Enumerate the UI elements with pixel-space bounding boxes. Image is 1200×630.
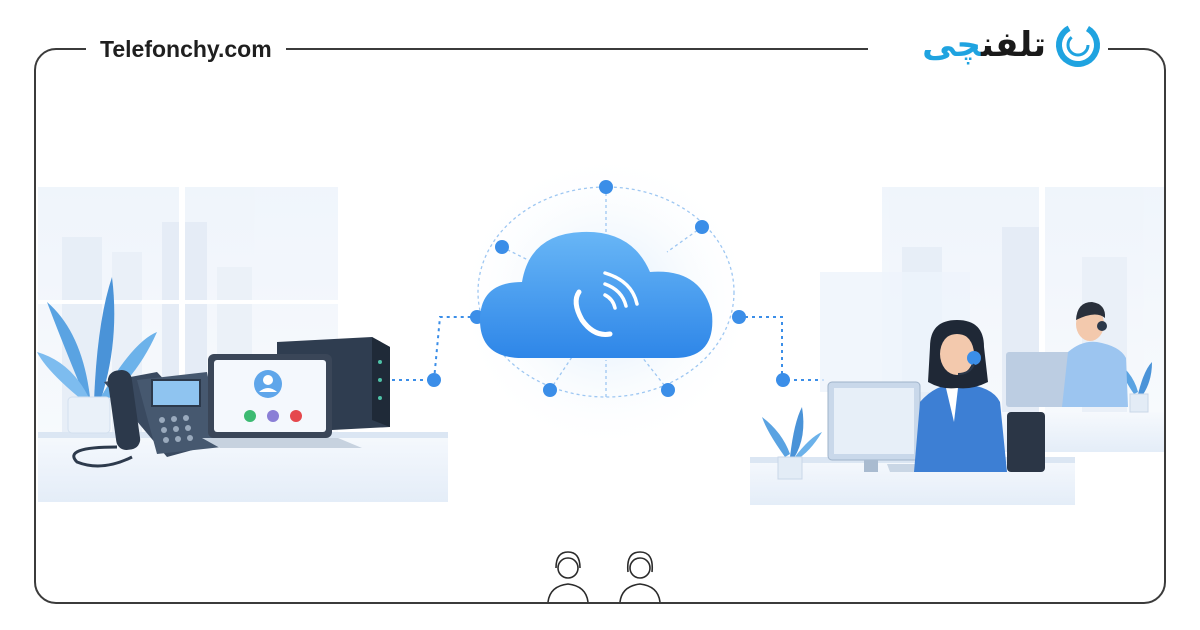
ring-logo-icon: [1056, 22, 1100, 67]
monitor-icon: [827, 381, 957, 472]
call-hold-icon: [267, 410, 279, 422]
site-domain-label[interactable]: Telefonchy.com: [86, 34, 286, 64]
plant-left-icon: [37, 277, 157, 434]
cloud-phone-icon: [480, 231, 713, 358]
brand-name-part2: چی: [922, 25, 981, 65]
call-end-icon: [290, 410, 302, 422]
laptop-video-call-icon: [202, 354, 362, 448]
phone-handset-icon: [573, 289, 613, 337]
brand-logo[interactable]: تلفنچی: [868, 14, 1108, 76]
connector-lines: [392, 316, 824, 381]
agents-outline-icon: [547, 551, 661, 602]
desk-phone-icon: [72, 370, 222, 468]
agent-male-icon: [1006, 302, 1128, 407]
brand-name-part1: تلفن: [981, 25, 1046, 65]
illustration: [37, 152, 1164, 602]
headset-agent-icon: [914, 320, 1045, 472]
content-frame: [34, 48, 1166, 604]
brand-name: تلفنچی: [922, 25, 1046, 65]
call-accept-icon: [244, 410, 256, 422]
